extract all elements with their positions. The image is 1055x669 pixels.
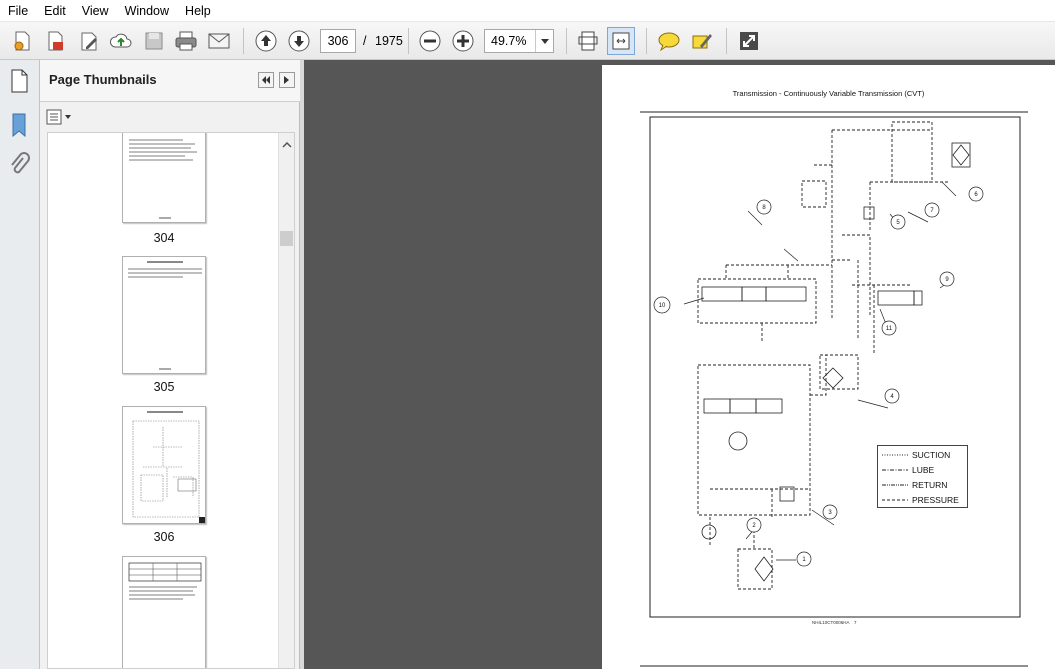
callout-4: 4: [890, 394, 894, 400]
page-footer-number: 7: [854, 620, 857, 625]
legend-item-suction: SUCTION: [882, 450, 951, 460]
menu-help[interactable]: Help: [185, 3, 211, 18]
thumbnails-panel: Page Thumbnails 304: [40, 60, 300, 669]
export-icon[interactable]: [41, 27, 69, 55]
scroll-up-icon[interactable]: [282, 137, 292, 151]
expand-panel-icon[interactable]: [279, 72, 295, 88]
highlight-icon[interactable]: [688, 27, 716, 55]
zoom-select[interactable]: 49.7%: [484, 29, 554, 53]
zoom-out-icon[interactable]: [416, 27, 444, 55]
thumbnail-page-304[interactable]: [122, 133, 206, 223]
edit-icon[interactable]: [75, 27, 103, 55]
comment-icon[interactable]: [655, 27, 683, 55]
toolbar-separator: [566, 28, 567, 54]
save-icon[interactable]: [140, 27, 168, 55]
panel-header: Page Thumbnails: [40, 60, 300, 102]
callout-10: 10: [659, 303, 666, 309]
thumbnail-page-305[interactable]: [122, 256, 206, 374]
callout-7: 7: [930, 208, 934, 214]
callout-2: 2: [752, 523, 756, 529]
toolbar-separator: [646, 28, 647, 54]
document-view[interactable]: Transmission - Continuously Variable Tra…: [304, 60, 1055, 669]
thumbnail-label-304: 304: [153, 231, 175, 245]
page-header-title: Transmission - Continuously Variable Tra…: [732, 89, 925, 98]
scroll-thumb[interactable]: [280, 231, 293, 246]
create-pdf-icon[interactable]: [8, 27, 36, 55]
menu-view[interactable]: View: [81, 3, 109, 18]
toolbar-separator: [726, 28, 727, 54]
toolbar-separator: [408, 28, 409, 54]
hydraulic-schematic: 6 7 5 8 9 10 11 4 3 2 1: [640, 111, 1028, 667]
thumbnail-scrollbar[interactable]: [278, 133, 294, 668]
total-pages: 1975: [375, 34, 403, 48]
fit-width-icon[interactable]: [607, 27, 635, 55]
legend-item-return: RETURN: [882, 480, 948, 490]
upload-icon[interactable]: [107, 27, 135, 55]
toolbar-separator: [243, 28, 244, 54]
callout-1: 1: [802, 557, 806, 563]
callout-9: 9: [945, 277, 949, 283]
legend-item-pressure: PRESSURE: [882, 495, 959, 505]
zoom-in-icon[interactable]: [449, 27, 477, 55]
chevron-down-icon[interactable]: [535, 30, 553, 52]
document-page: Transmission - Continuously Variable Tra…: [602, 65, 1055, 669]
thumbnail-label-305: 305: [153, 380, 175, 394]
prev-page-icon[interactable]: [252, 27, 280, 55]
callout-11: 11: [886, 326, 893, 332]
navigation-rail: [0, 60, 40, 669]
menu-file[interactable]: File: [8, 3, 29, 18]
page-thumbnails-icon[interactable]: [8, 68, 30, 97]
callout-3: 3: [828, 510, 832, 516]
next-page-icon[interactable]: [285, 27, 313, 55]
thumbnail-page-307[interactable]: [122, 556, 206, 668]
print-icon[interactable]: [172, 27, 200, 55]
menu-window[interactable]: Window: [124, 3, 170, 18]
callout-5: 5: [896, 220, 900, 226]
page-footer-code: NHIL10CT0006HA: [812, 620, 850, 625]
page-number-input[interactable]: 306: [320, 29, 356, 53]
callout-8: 8: [762, 205, 766, 211]
panel-splitter[interactable]: [300, 60, 304, 669]
line-legend: SUCTION LUBE RETURN PRESSURE: [877, 445, 968, 508]
panel-title: Page Thumbnails: [49, 72, 157, 87]
thumbnail-label-306: 306: [153, 530, 175, 544]
email-icon[interactable]: [205, 27, 233, 55]
zoom-value: 49.7%: [491, 34, 527, 48]
page-separator: /: [363, 34, 367, 48]
thumbnail-page-306[interactable]: [122, 406, 206, 524]
toolbar: 306 / 1975 49.7%: [0, 22, 1055, 60]
fullscreen-icon[interactable]: [735, 27, 763, 55]
legend-item-lube: LUBE: [882, 465, 935, 475]
bookmark-icon[interactable]: [10, 112, 28, 141]
thumbnail-options-button[interactable]: [46, 108, 74, 126]
attachment-icon[interactable]: [8, 152, 30, 181]
thumbnail-list[interactable]: 304 305: [47, 132, 295, 669]
collapse-panel-icon[interactable]: [258, 72, 274, 88]
menu-bar: File Edit View Window Help: [0, 0, 1055, 22]
callout-6: 6: [974, 192, 978, 198]
menu-edit[interactable]: Edit: [44, 3, 66, 18]
fit-page-icon[interactable]: [574, 27, 602, 55]
